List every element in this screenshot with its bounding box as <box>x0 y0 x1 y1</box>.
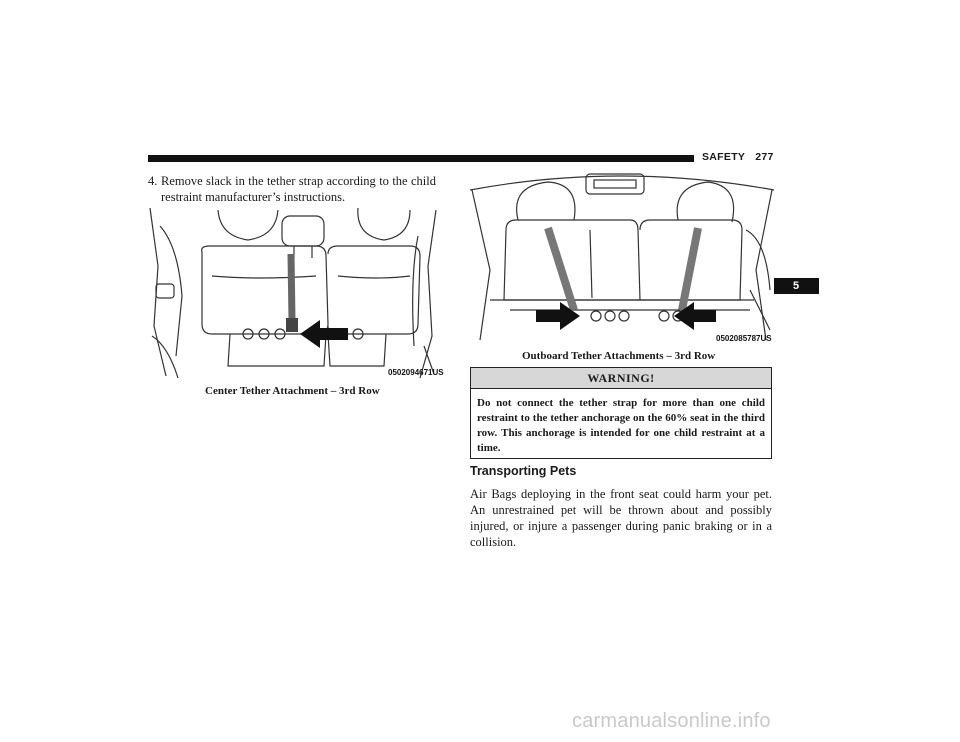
page-number: 277 <box>755 151 774 163</box>
section-name: SAFETY <box>702 151 746 163</box>
chapter-tab: 5 <box>773 278 819 294</box>
instruction-step: 4. Remove slack in the tether strap acco… <box>148 173 436 205</box>
warning-text: Do not connect the tether strap for more… <box>477 397 765 454</box>
figure-code: 0502085787US <box>716 334 772 343</box>
section-paragraph: Air Bags deploying in the front seat cou… <box>470 487 772 549</box>
header-rule <box>148 155 694 162</box>
step-number: 4. <box>148 174 158 188</box>
running-header: SAFETY 277 <box>702 151 774 163</box>
figure-code: 0502094671US <box>388 368 444 377</box>
section-heading: Transporting Pets <box>470 464 577 478</box>
step-text: Remove slack in the tether strap accordi… <box>161 174 436 204</box>
outboard-tether-figure: 0502085787US <box>470 170 774 344</box>
outboard-tether-illustration <box>470 173 774 341</box>
center-tether-figure: 0502094671US <box>148 206 444 380</box>
figure-caption: Center Tether Attachment – 3rd Row <box>205 385 380 397</box>
center-tether-illustration <box>149 207 437 379</box>
warning-box: WARNING! Do not connect the tether strap… <box>470 367 772 459</box>
warning-title: WARNING! <box>471 368 771 389</box>
figure-caption: Outboard Tether Attachments – 3rd Row <box>522 350 716 362</box>
watermark-text: carmanualsonline.info <box>572 710 771 732</box>
